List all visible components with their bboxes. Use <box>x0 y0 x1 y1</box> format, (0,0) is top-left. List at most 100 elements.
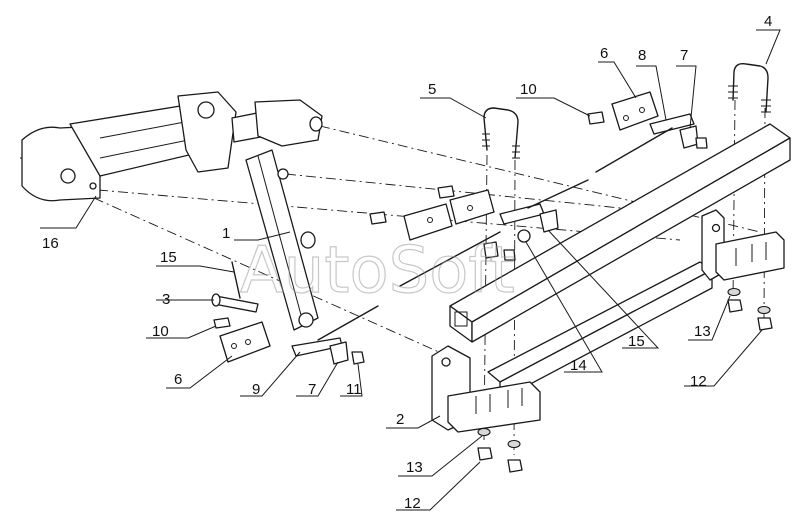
bracket-2-slots <box>475 388 523 414</box>
leader-13-left <box>398 435 483 477</box>
callout-8: 8 <box>638 47 646 64</box>
callout-13-left: 13 <box>406 459 423 476</box>
callout-5: 5 <box>428 81 436 98</box>
plate-center-hole-1 <box>427 217 433 223</box>
cotter-pin-15 <box>231 261 241 299</box>
u-bolt-5-thread-left <box>482 133 490 147</box>
cylinder-end-cap <box>177 91 237 173</box>
nut-12-right-b <box>757 317 773 331</box>
callout-12-right: 12 <box>690 373 707 390</box>
u-bolt-4-thread-right <box>761 99 771 113</box>
leader-2 <box>386 415 441 429</box>
nut-right-top <box>695 137 708 149</box>
rod-center <box>399 231 501 287</box>
washer-plate-7-left <box>329 341 349 365</box>
clevis-rivet-bottom <box>89 182 97 190</box>
leader-15-right <box>547 229 660 349</box>
pin-and-cotter <box>211 261 259 313</box>
washer-plate-7-right <box>679 125 699 149</box>
leader-7-left <box>296 361 339 397</box>
washer-plate-center <box>539 209 559 233</box>
u-bolt-4-body <box>732 62 769 113</box>
callout-2: 2 <box>396 411 404 428</box>
bolt-center-2 <box>437 185 455 199</box>
callout-7-left: 7 <box>308 381 316 398</box>
end-cap-port <box>197 101 215 119</box>
lever-edge <box>257 155 305 327</box>
washer-13-left-b <box>507 439 521 449</box>
bracket-2-base <box>447 381 541 433</box>
bolt-center-1 <box>369 211 387 225</box>
leader-11 <box>340 363 363 397</box>
lever-top-pin <box>277 168 289 180</box>
callout-15-right: 15 <box>628 333 645 350</box>
center-bracket-hardware <box>369 179 589 287</box>
plate-6-right-hole-2 <box>639 107 645 113</box>
bracket-right-slots <box>735 242 767 266</box>
leader-16 <box>40 195 97 229</box>
u-bolt-4 <box>728 62 771 113</box>
plate-6-right <box>611 91 659 131</box>
rod-8 <box>595 127 673 173</box>
lever-mid-bushing <box>300 231 316 249</box>
rod-9 <box>317 305 379 341</box>
leader-6-right <box>598 61 637 99</box>
leader-6-left <box>166 355 233 389</box>
callout-1: 1 <box>222 225 230 242</box>
beam-end-opening <box>454 311 468 327</box>
u-bolt-5-thread-right <box>512 145 520 159</box>
callout-9: 9 <box>252 381 260 398</box>
leader-12-right <box>684 329 763 387</box>
leader-4 <box>756 29 781 65</box>
leader-lines <box>40 29 781 511</box>
callout-10-right: 10 <box>520 81 537 98</box>
axis-cylinder-rod <box>319 125 761 233</box>
callout-labels: 16 1 15 3 10 6 9 7 11 5 10 6 8 7 4 14 15… <box>42 13 772 512</box>
bracket-right-base <box>715 231 785 281</box>
leader-1 <box>234 231 291 241</box>
clevis-pin-hole <box>60 168 76 184</box>
upright-lever <box>245 149 319 331</box>
leader-14 <box>525 241 603 373</box>
u-bolt-5 <box>482 107 520 159</box>
bolt-10-left <box>213 317 231 329</box>
nut-11 <box>351 351 365 365</box>
lever-bottom-bushing <box>298 312 314 328</box>
washers-and-nuts <box>477 287 773 473</box>
washer-14 <box>517 229 531 243</box>
callout-14: 14 <box>570 357 587 374</box>
bracket-2-hole <box>441 357 451 367</box>
callout-3: 3 <box>162 291 170 308</box>
u-bolt-4-thread-left <box>728 85 738 99</box>
plate-center-hole-2 <box>467 205 473 211</box>
callout-11: 11 <box>346 381 362 398</box>
washer-center-small <box>483 241 499 259</box>
leader-9 <box>240 351 301 397</box>
callout-6-left: 6 <box>174 371 182 388</box>
callout-7-right: 7 <box>680 47 688 64</box>
hydraulic-cylinder <box>21 91 323 202</box>
nut-12-left-a <box>477 447 493 461</box>
beam-side-face <box>471 137 791 343</box>
nut-12-left-b <box>507 459 523 473</box>
rod-end-eye <box>254 99 323 147</box>
washer-13-right-b <box>757 305 771 315</box>
leader-10-right <box>516 97 591 117</box>
bolt-10-right <box>587 111 605 125</box>
callout-10-left: 10 <box>152 323 169 340</box>
leader-12-left <box>396 461 481 511</box>
callout-16: 16 <box>42 235 59 252</box>
clamp-center <box>499 203 545 225</box>
mounting-bracket-right <box>701 209 785 281</box>
leader-5 <box>420 97 487 119</box>
mounting-bracket-2 <box>431 345 541 433</box>
leader-10-left <box>146 325 217 339</box>
callout-13-right: 13 <box>694 323 711 340</box>
nut-center <box>503 249 516 261</box>
left-bracket-hardware <box>213 305 379 365</box>
nut-12-right-a <box>727 299 743 313</box>
callout-4: 4 <box>764 13 772 30</box>
watermark: AutoSoft <box>240 234 515 308</box>
